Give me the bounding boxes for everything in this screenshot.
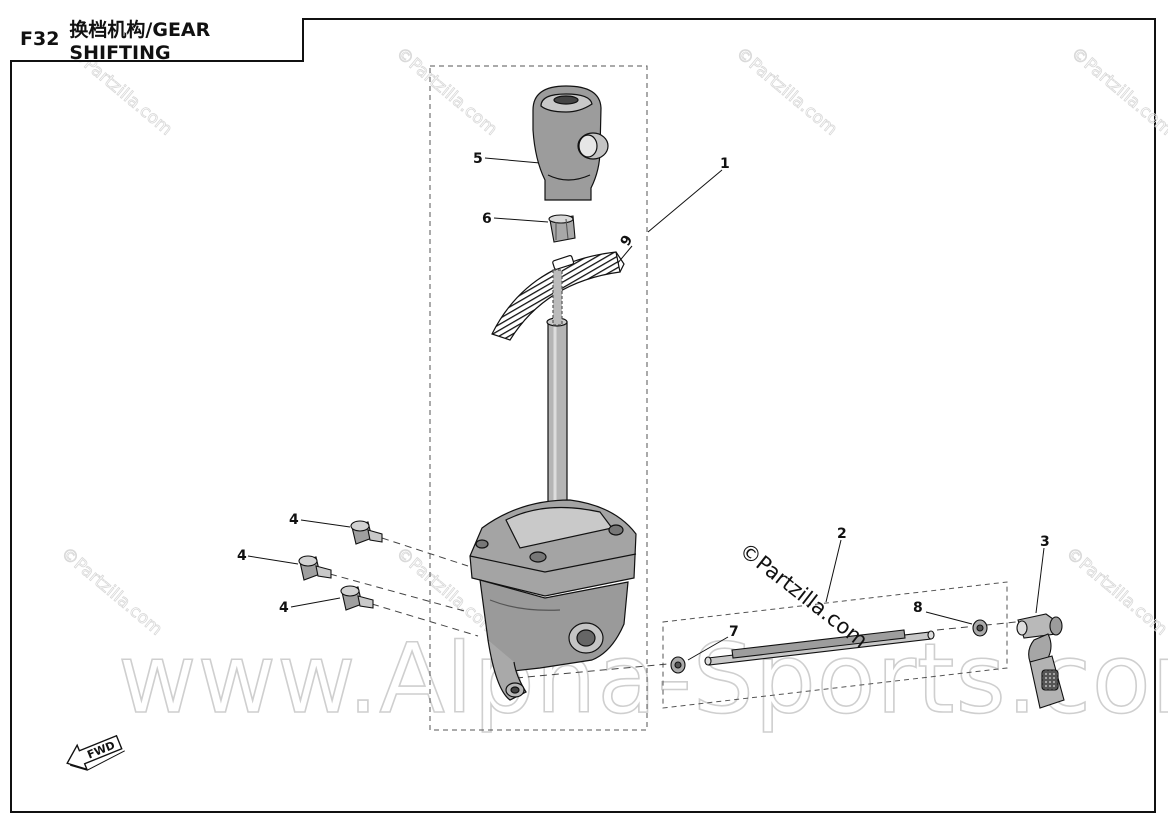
- diagram-title: F32 换档机构/GEAR SHIFTING: [10, 18, 304, 64]
- diagram-code: F32: [20, 28, 60, 50]
- callout-3: 3: [1040, 534, 1050, 550]
- assembly-outlines: [429, 65, 1008, 731]
- callout-labels: 1 2 3 4 4 4 5 6 7 8 9: [237, 151, 1050, 640]
- knob-nut-part: [548, 214, 576, 243]
- callout-2: 2: [837, 526, 847, 542]
- callout-4: 4: [279, 600, 289, 616]
- callout-8: 8: [913, 600, 923, 616]
- watermark-alpha-sports: www.Alpha-Sports.com: [118, 623, 1168, 735]
- fwd-arrow-icon: FWD: [66, 734, 125, 771]
- watermark-partzilla: ©Partzilla.com: [732, 44, 841, 140]
- callout-4: 4: [289, 512, 299, 528]
- shift-indicator-plate-part: [491, 251, 625, 341]
- callout-6: 6: [482, 211, 492, 227]
- leader-lines: [247, 157, 1045, 679]
- shift-knob-part: [532, 85, 609, 201]
- callout-4: 4: [237, 548, 247, 564]
- diagram-title-text: 换档机构/GEAR SHIFTING: [69, 18, 211, 64]
- shift-lever-assembly-part: [469, 269, 637, 701]
- watermark-partzilla: ©Partzilla.com: [392, 44, 501, 140]
- callout-9: 9: [618, 233, 637, 249]
- bolt-part: [298, 520, 383, 611]
- rod-nut-part: [972, 619, 988, 637]
- shift-rod-part: [704, 629, 935, 666]
- watermark-partzilla: ©Partzilla.com: [1067, 44, 1168, 140]
- rod-nut-part: [670, 656, 686, 674]
- callout-1: 1: [720, 156, 730, 172]
- callout-5: 5: [473, 151, 483, 167]
- callout-7: 7: [729, 624, 739, 640]
- fwd-label: FWD: [85, 739, 117, 762]
- shift-arm-part: [1016, 613, 1065, 709]
